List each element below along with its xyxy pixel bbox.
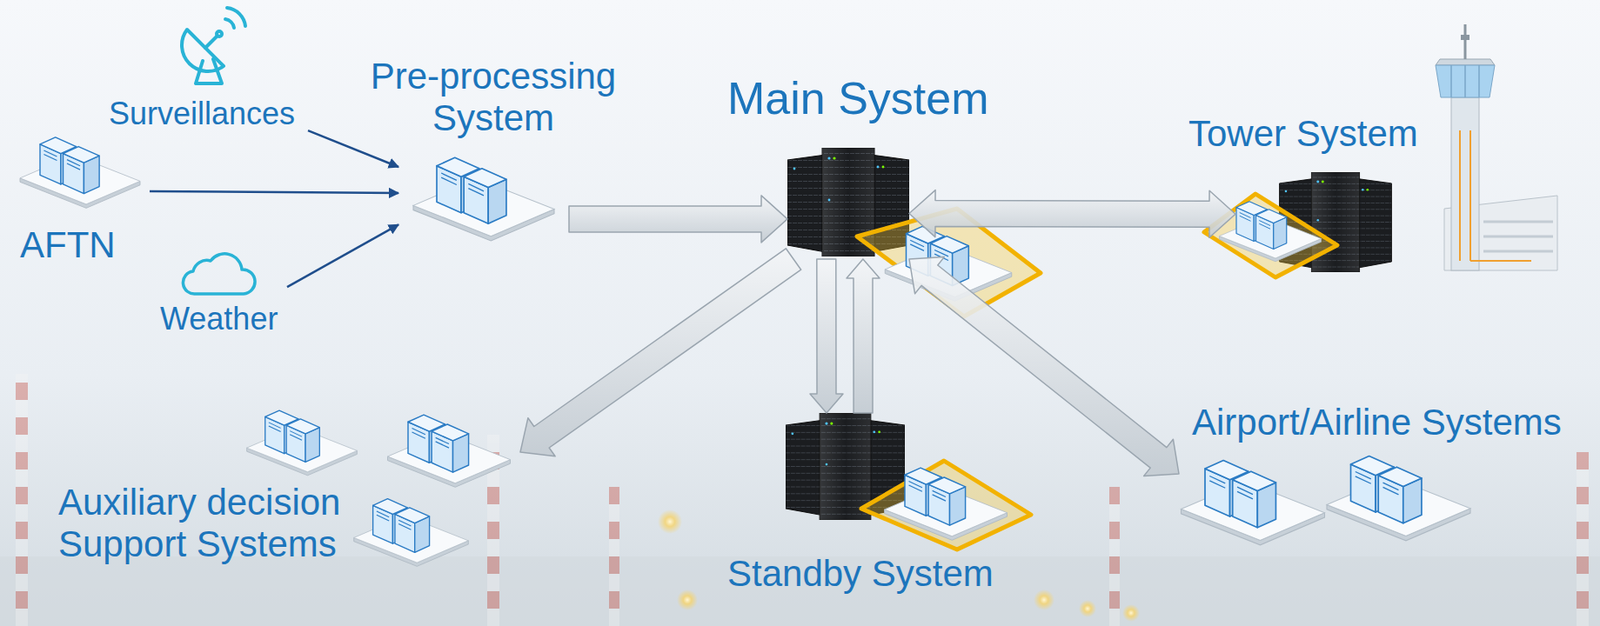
aftn-server-icon [20, 137, 141, 208]
preprocessing-server-icon [413, 157, 555, 242]
approach-light-poles [15, 374, 1589, 626]
system-node: Tower System [1235, 169, 1521, 276]
satellite-icon [195, 59, 222, 84]
airport-server-icon [1181, 461, 1326, 546]
highlight-platform [861, 461, 1031, 550]
runway-lights [1033, 589, 1055, 611]
control-tower-illustration [1459, 130, 1532, 262]
tower-server-icon [1219, 201, 1322, 262]
standby-server-icon [884, 468, 1008, 541]
data-flow-arrow [307, 130, 399, 168]
node-label: Standby System [727, 553, 994, 596]
control-tower-illustration [1464, 24, 1467, 60]
node-label: Main System [727, 73, 990, 126]
approach-light-poles [609, 487, 620, 626]
control-tower-illustration [1451, 97, 1480, 271]
node-label: Tower System [1188, 113, 1419, 155]
approach-light-poles [1576, 452, 1589, 626]
block-arrow [569, 195, 788, 243]
block-arrow [909, 257, 1179, 477]
runway-lights [1122, 604, 1140, 623]
system-node: Auxiliary decision Support Systems [245, 397, 521, 577]
block-arrow [810, 259, 844, 414]
approach-light-poles [1109, 487, 1120, 626]
control-tower-illustration [1435, 65, 1495, 98]
control-tower-illustration [1435, 59, 1495, 66]
auxiliary-server-icon [354, 499, 469, 568]
block-arrow [520, 248, 802, 457]
system-node: Surveillances [104, 1, 308, 138]
system-node: Weather [156, 247, 288, 340]
control-tower-illustration [1483, 221, 1554, 252]
data-flow-arrow [287, 224, 399, 288]
node-label: Airport/Airline Systems [1191, 401, 1562, 444]
system-node: Standby System [785, 413, 905, 521]
airline-server-icon [1326, 456, 1471, 542]
runway-lights [657, 509, 683, 535]
control-tower-illustration [1451, 65, 1480, 98]
node-label: AFTN [20, 224, 116, 267]
system-node: AFTN [8, 130, 150, 268]
node-label: Pre-processing System [362, 55, 624, 141]
satellite-icon [216, 31, 222, 37]
runway-lights [1078, 600, 1097, 618]
control-tower-illustration [1460, 34, 1470, 41]
block-arrow [909, 190, 1236, 239]
node-label: Auxiliary decision Support Systems [58, 482, 355, 567]
node-label: Weather [160, 301, 278, 337]
system-node: Main System [787, 147, 910, 260]
node-label: Surveillances [108, 95, 295, 132]
control-tower-illustration [1435, 24, 1558, 271]
satellite-icon [205, 35, 218, 48]
auxiliary-server-icon [388, 415, 511, 488]
data-flow-arrow [149, 191, 399, 194]
auxiliary-server-icon [247, 410, 358, 476]
approach-light-poles [15, 374, 28, 626]
cloud-icon [182, 254, 255, 295]
runway-lights [676, 589, 698, 611]
satellite-icon [227, 7, 246, 27]
block-arrow [846, 259, 880, 414]
system-node: Pre-processing System [398, 149, 570, 244]
satellite-icon [225, 19, 235, 28]
satellite-icon [181, 7, 246, 84]
system-node: Airport/Airline Systems [1178, 448, 1480, 557]
